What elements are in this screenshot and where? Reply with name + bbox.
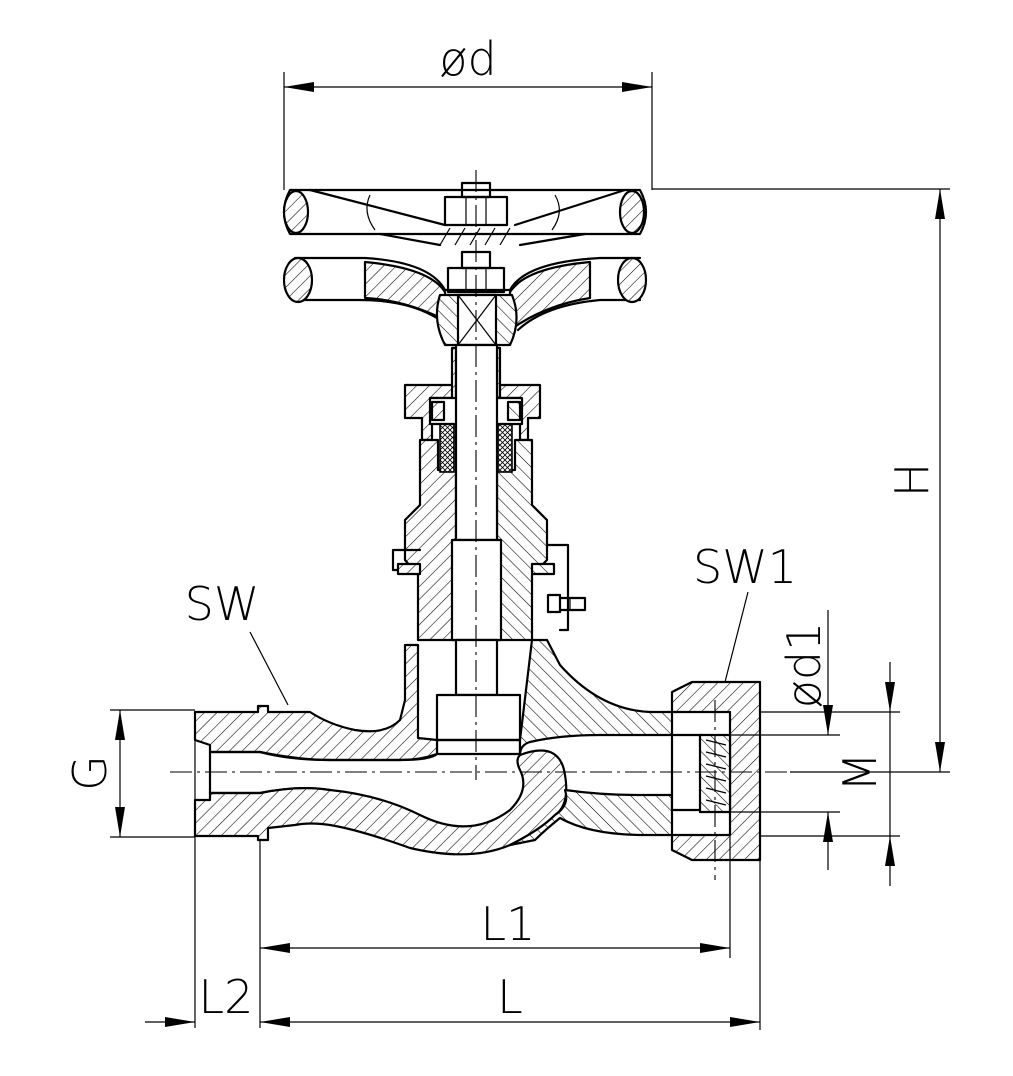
dim-length-l2: L2 [145,836,253,1028]
dim-thread-g: G [63,709,195,838]
center-lines [170,170,790,880]
label-height: H [885,463,939,498]
label-length-l1: L1 [481,897,536,951]
label-outlet-diameter: ød1 [777,622,831,709]
label-wrench-size: SW [185,577,260,631]
dim-thread-m: M [760,662,900,886]
leader-wrench-size-1: SW1 [693,540,797,683]
dim-height: H [652,188,950,773]
handwheel-section [282,250,648,347]
label-thread-m: M [833,752,887,792]
dim-outlet-diameter: ød1 [730,610,840,870]
dim-length-l: L [260,860,761,1030]
label-length-l2: L2 [199,970,254,1024]
leader-wrench-size: SW [185,577,289,706]
dim-length-l1: L1 [259,836,731,1028]
dim-handwheel-diameter: ød [283,32,653,190]
handwheel-upper [282,181,648,247]
label-wrench-size-1: SW1 [693,540,797,594]
label-thread-g: G [63,755,117,791]
label-length-l: L [497,970,523,1024]
label-handwheel-diameter: ød [439,32,496,86]
